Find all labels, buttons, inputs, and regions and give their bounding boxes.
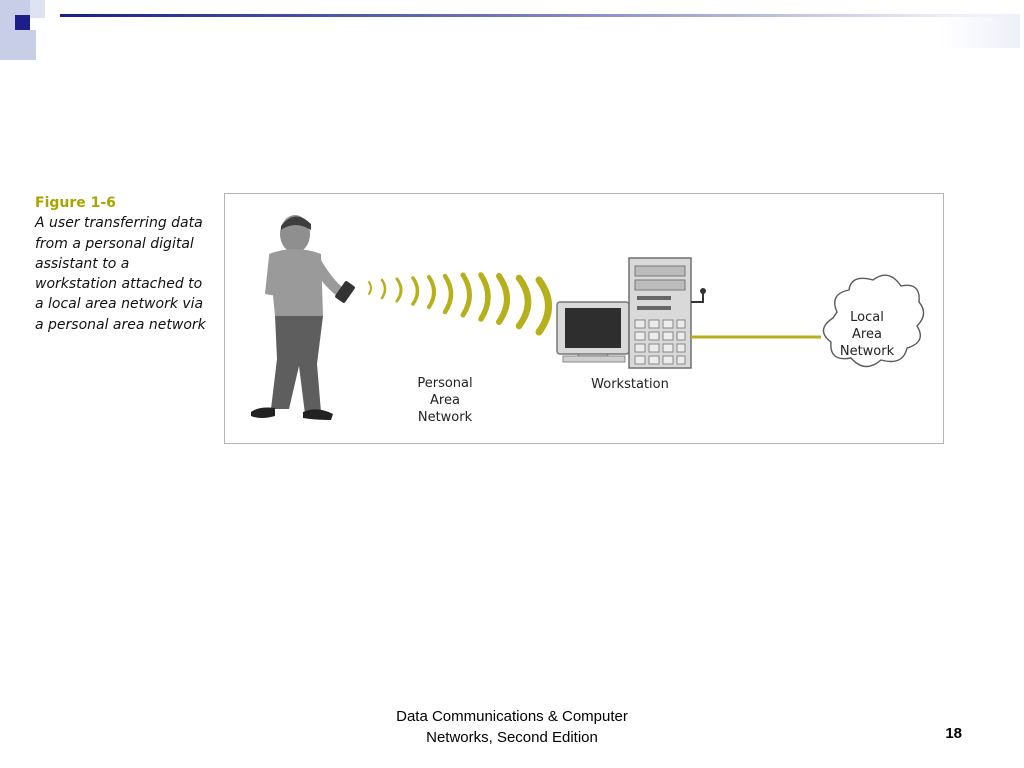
label-line: Network <box>417 410 473 425</box>
figure-diagram: Personal Area Network Workstation Local … <box>224 193 944 444</box>
diagram-canvas <box>251 215 925 420</box>
corner-decoration <box>0 0 30 60</box>
slide-footer: Data Communications & Computer Networks,… <box>362 706 662 748</box>
label-line: Local <box>850 310 884 325</box>
corner-square-icon <box>15 15 30 30</box>
footer-line-1: Data Communications & Computer <box>396 708 628 725</box>
tower-server-icon <box>628 257 706 369</box>
label-line: Network <box>839 344 895 359</box>
header-rule <box>60 14 1024 17</box>
local-area-network-label: Local Area Network <box>830 309 904 360</box>
computer-monitor-icon <box>556 301 630 363</box>
network-cloud-icon <box>822 274 925 368</box>
corner-decoration <box>30 0 45 18</box>
person-with-pda-icon <box>251 215 355 420</box>
workstation-label: Workstation <box>591 377 669 392</box>
label-line: Area <box>430 393 460 408</box>
wireless-signal-icon <box>368 272 552 336</box>
figure-caption-text: A user transferring data from a personal… <box>35 215 206 333</box>
footer-line-2: Networks, Second Edition <box>426 729 598 746</box>
page-number: 18 <box>945 725 962 742</box>
header-fade <box>940 14 1020 48</box>
label-line: Area <box>852 327 882 342</box>
corner-decoration <box>30 30 36 60</box>
personal-area-network-label: Personal Area Network <box>400 375 490 426</box>
figure-number: Figure 1-6 <box>35 195 116 211</box>
label-line: Personal <box>417 376 473 391</box>
figure-caption: Figure 1-6 A user transferring data from… <box>35 193 215 335</box>
